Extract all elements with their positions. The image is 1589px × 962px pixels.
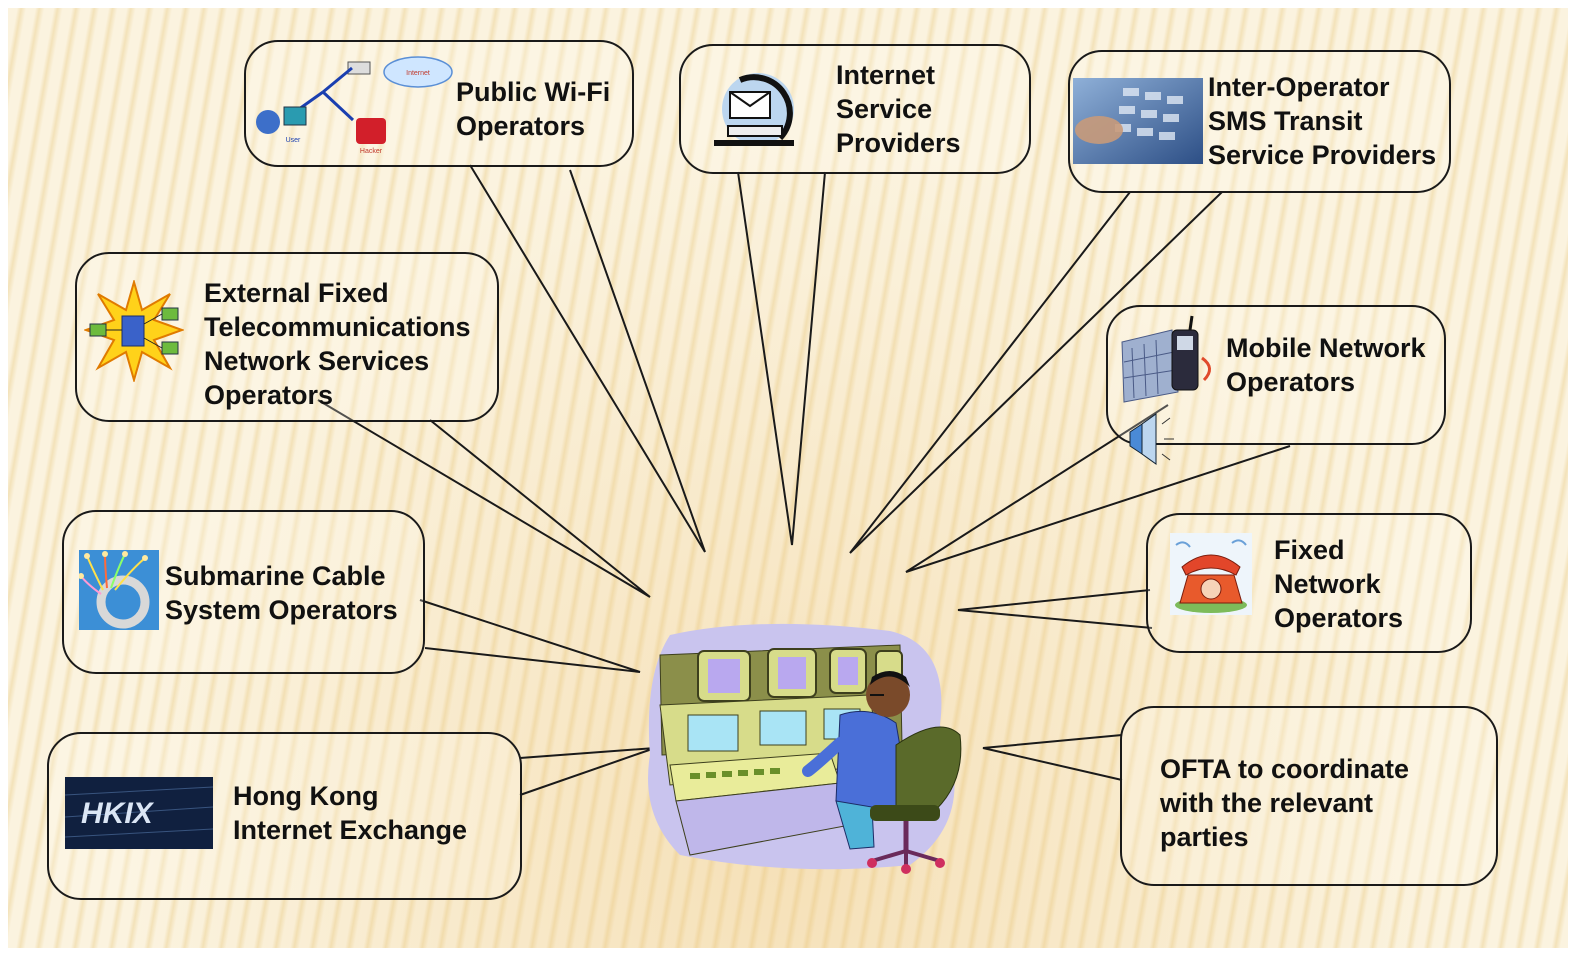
- connector-external-fixed: [317, 399, 651, 598]
- user-label: User: [286, 137, 301, 144]
- label-ofta: OFTA to coordinate with the relevant par…: [1160, 754, 1409, 852]
- hkix-logo-icon: HKIX: [65, 777, 213, 849]
- cloud-label: Internet: [406, 70, 430, 77]
- mobile-phone-icon: [1121, 315, 1211, 465]
- label-public-wifi: Public Wi-Fi Operators: [456, 77, 611, 141]
- bubble-ofta: [1120, 706, 1498, 886]
- fiber-cable-icon: [79, 550, 159, 630]
- network-starburst-icon: [84, 280, 184, 382]
- label-fixed: Fixed Network Operators: [1274, 535, 1404, 633]
- label-hkix: Hong Kong Internet Exchange: [233, 781, 468, 845]
- connector-isp: [737, 171, 826, 546]
- connector-hkix: [519, 747, 656, 796]
- hacker-label: Hacker: [360, 148, 383, 155]
- keypad-photo-icon: [1073, 78, 1203, 164]
- connector-fixed: [957, 589, 1153, 629]
- connector-mobile: [905, 404, 1291, 573]
- connector-sms: [849, 191, 1223, 554]
- label-external-fixed: External Fixed Telecommunications Networ…: [204, 278, 471, 410]
- telephone-icon: [1170, 533, 1252, 615]
- label-submarine: Submarine Cable System Operators: [165, 561, 398, 625]
- wifi-network-icon: Internet User Hacker: [256, 56, 453, 155]
- label-mobile: Mobile Network Operators: [1226, 333, 1426, 397]
- label-isp: Internet Service Providers: [836, 60, 961, 158]
- label-sms-transit: Inter-Operator SMS Transit Service Provi…: [1208, 72, 1437, 170]
- computer-mail-icon: [714, 73, 794, 146]
- hkix-logo-text: HKIX: [81, 797, 155, 830]
- control-room-operator-icon: [648, 623, 962, 874]
- connector-wifi: [469, 164, 706, 553]
- connector-ofta: [982, 734, 1123, 781]
- connector-submarine: [419, 599, 641, 673]
